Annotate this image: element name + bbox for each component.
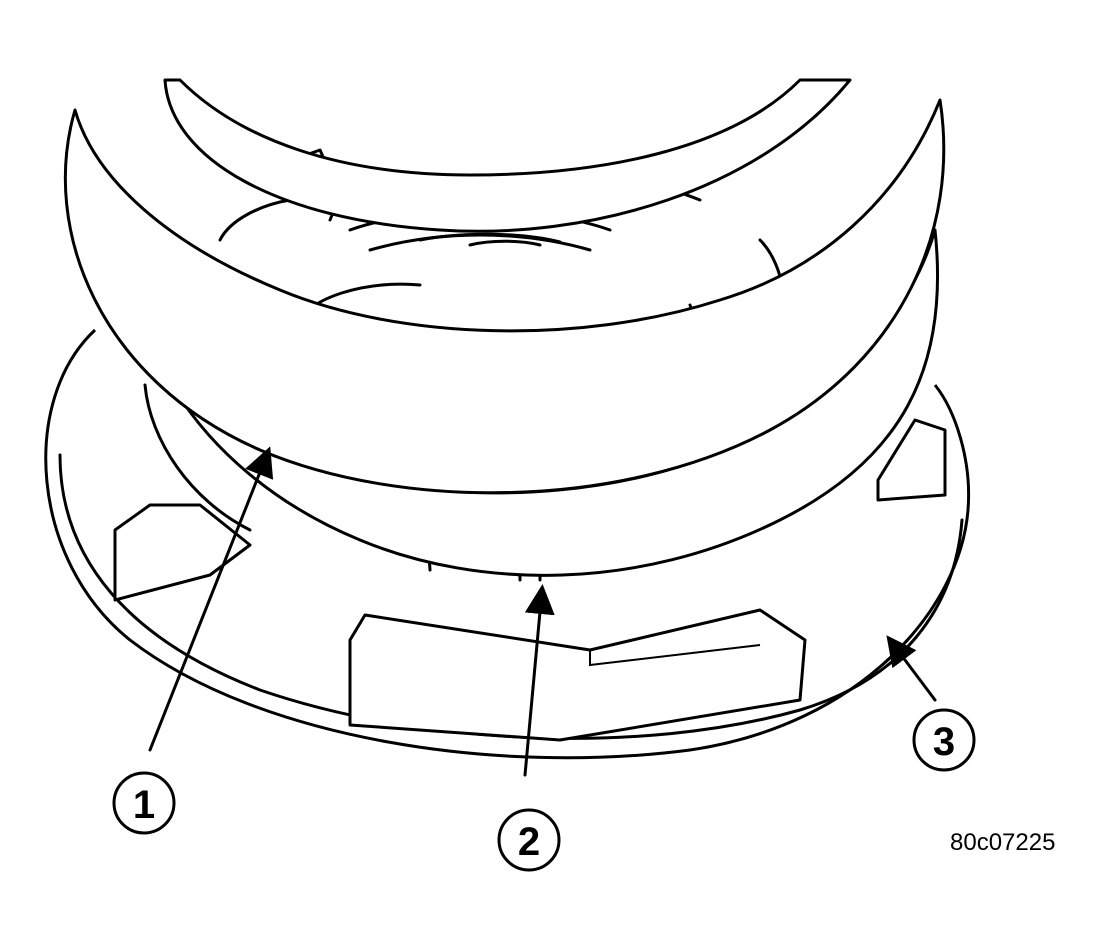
callout-1-circle [112,771,176,835]
callout-2-circle [497,808,561,872]
callout-3: 3 [912,708,976,772]
leader-arrow-3 [886,635,937,702]
leader-arrow-2 [523,584,555,777]
callout-1: 1 [112,771,176,835]
callout-3-label: 3 [933,720,955,764]
leader-arrow-1 [148,446,274,752]
coil-spring-top [163,78,852,233]
leader-arrows [148,446,937,777]
figure-id: 80c07225 [950,829,1055,856]
callout-3-circle [912,708,976,772]
callout-2-label: 2 [518,820,540,864]
callout-2: 2 [497,808,561,872]
callout-1-label: 1 [133,783,155,827]
